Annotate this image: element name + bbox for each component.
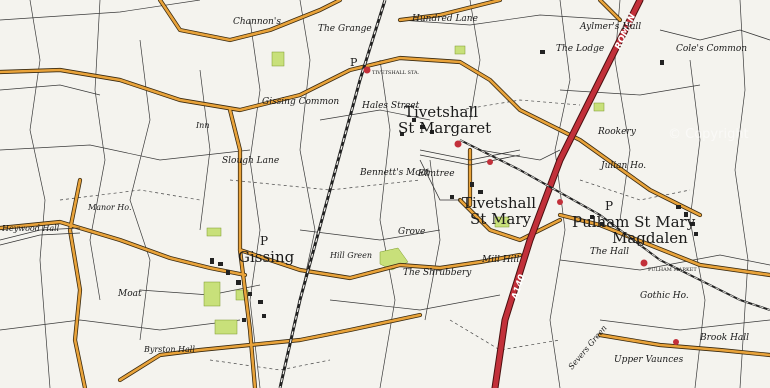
label-coles-common: Cole's Common [676, 44, 747, 54]
label-the-shrubbery: The Shrubbery [403, 268, 472, 278]
station-crossing-2[interactable] [557, 199, 563, 205]
railway-main [278, 0, 387, 388]
label-tivetshall-sta: TIVETSHALL STA. [372, 70, 420, 76]
label-grove: Grove [398, 227, 425, 237]
label-hundred-lane: Hundred Lane [411, 14, 478, 24]
station-tivetshall-junction[interactable] [454, 140, 462, 148]
label-the-grange: The Grange [318, 24, 372, 34]
label-gissing-common: Gissing Common [262, 97, 339, 107]
label-hill-green: Hill Green [329, 251, 372, 260]
label-julian-ho: Julian Ho. [599, 161, 646, 171]
lanes [0, 29, 770, 246]
label-byrston-hall: Byrston Hall [143, 345, 195, 354]
label-heywood-hall: Heywood Hall [1, 224, 60, 233]
label-moat: Moat [117, 289, 142, 299]
label-tivetshall-st-margaret-1: Tivetshall [404, 103, 478, 121]
station-crossing[interactable] [487, 159, 493, 165]
station-tivetshall[interactable] [363, 66, 371, 74]
label-rookery: Rookery [597, 127, 637, 137]
label-gissing: Gissing [238, 248, 295, 266]
label-pulham-2: Magdalen [612, 229, 688, 247]
buildings [210, 50, 698, 322]
station-pulham-market[interactable] [640, 259, 648, 267]
place-labels: Tivetshall St Margaret Tivetshall St Mar… [238, 56, 696, 266]
label-slough-lane: Slough Lane [222, 156, 279, 166]
label-mill-hill: Mill Hill [481, 255, 519, 265]
label-tivetshall-p: P [350, 56, 358, 69]
railway-branch [459, 139, 770, 311]
station-upper-vaunces[interactable] [673, 339, 679, 345]
label-gothic-ho: Gothic Ho. [640, 291, 689, 301]
label-brook-hall: Brook Hall [699, 333, 749, 343]
footpaths [59, 99, 691, 371]
label-the-lodge: The Lodge [556, 44, 604, 54]
label-channons: Channon's [233, 17, 281, 27]
label-inn: Inn [195, 121, 209, 130]
label-tivetshall-st-margaret-2: St Margaret [398, 119, 491, 137]
label-pulham-p: P [605, 199, 613, 213]
stations [363, 66, 679, 345]
label-manor-ho: Manor Ho. [87, 203, 132, 212]
label-upper-vaunces: Upper Vaunces [614, 355, 684, 365]
label-gissing-p: P [260, 234, 268, 248]
label-the-hall: The Hall [590, 247, 629, 257]
label-hales-street: Hales Street [361, 101, 420, 111]
feature-labels: Hundred Lane The Grange Channon's The Lo… [1, 14, 749, 371]
watermark-copyright: © Copyright [668, 127, 749, 142]
label-pulham-1: Pulham St Mary [572, 213, 696, 231]
label-elmtree: Elmtree [417, 169, 455, 179]
label-bennetts-moat: Bennett's Moat [359, 168, 430, 178]
label-pulham-market: PULHAM MARKET [648, 267, 697, 273]
label-aylmers-hall: Aylmer's Hall [579, 22, 641, 32]
label-tivetshall-st-mary-1: Tivetshall [462, 194, 536, 212]
label-tivetshall-st-mary-2: St Mary [470, 210, 532, 228]
